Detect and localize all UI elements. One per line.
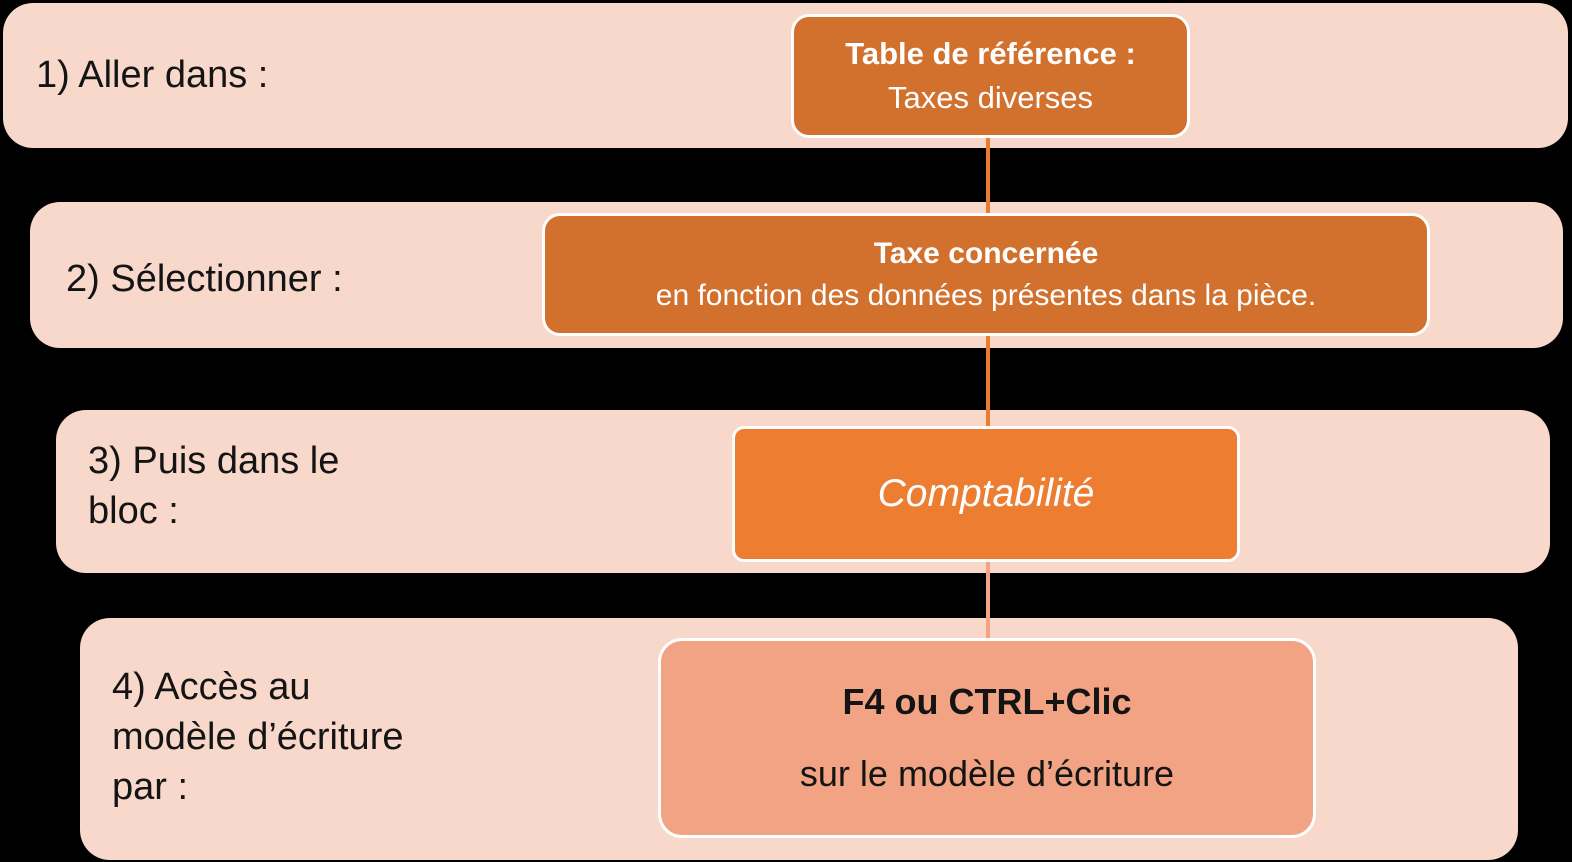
step-1-callout-box: Table de référence : Taxes diverses bbox=[791, 14, 1190, 138]
step-2-box-body: en fonction des données présentes dans l… bbox=[655, 278, 1317, 312]
step-2-callout-box: Taxe concernée en fonction des données p… bbox=[542, 213, 1430, 336]
step-4-box-title: F4 ou CTRL+Clic bbox=[842, 681, 1132, 722]
connector-step1-step2 bbox=[986, 138, 990, 218]
step-4-box-body: sur le modèle d’écriture bbox=[799, 753, 1175, 794]
step-3-box-body: Comptabilité bbox=[877, 472, 1095, 515]
step-3-label: 3) Puis dans le bloc : bbox=[88, 440, 340, 533]
step-row-1 bbox=[3, 3, 1568, 148]
step-2-box-title: Taxe concernée bbox=[873, 236, 1099, 270]
step-1-box-title: Table de référence : bbox=[845, 35, 1136, 71]
step-1-box-body: Taxes diverses bbox=[887, 80, 1094, 115]
step-4-callout-box: F4 ou CTRL+Clic sur le modèle d’écriture bbox=[658, 638, 1316, 838]
step-4-label: 4) Accès au modèle d’écriture par : bbox=[112, 666, 404, 809]
connector-step3-step4 bbox=[986, 558, 990, 642]
step-1-label: 1) Aller dans : bbox=[36, 54, 269, 96]
step-2-label: 2) Sélectionner : bbox=[66, 258, 343, 300]
step-3-callout-box: Comptabilité bbox=[732, 426, 1240, 562]
connector-step2-step3 bbox=[986, 332, 990, 428]
